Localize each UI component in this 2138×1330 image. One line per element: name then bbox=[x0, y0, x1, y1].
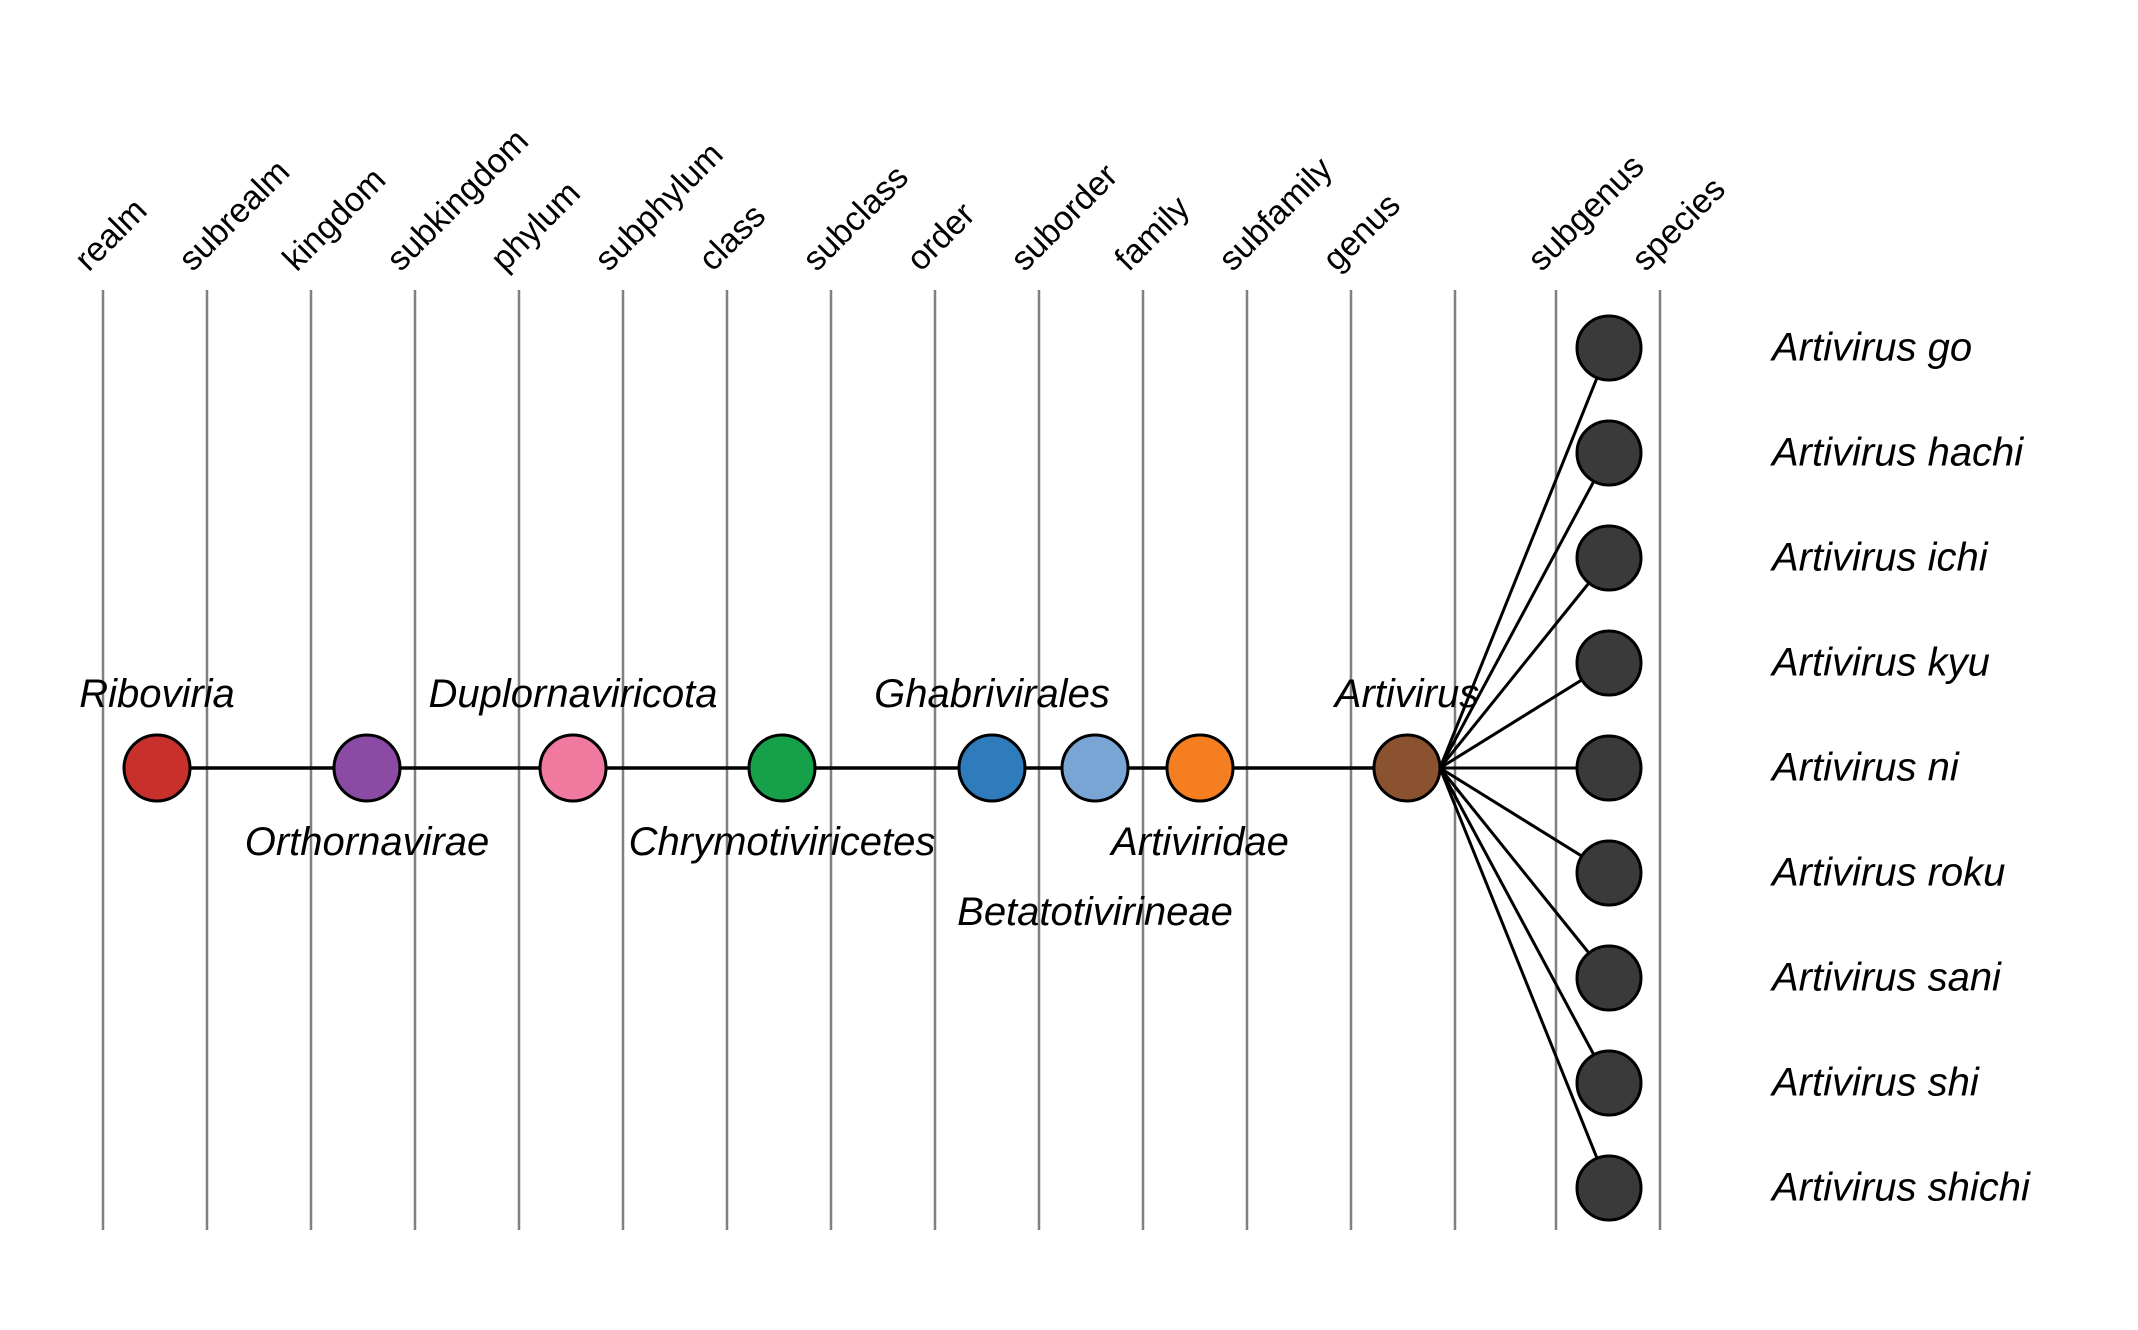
taxon-node-realm[interactable] bbox=[122, 733, 192, 803]
species-label-0: Artivirus go bbox=[1772, 325, 1973, 370]
taxon-node-class[interactable] bbox=[747, 733, 817, 803]
species-label-8: Artivirus shichi bbox=[1772, 1165, 2030, 1210]
species-node-0[interactable] bbox=[1575, 314, 1643, 382]
taxon-label-order: Ghabrivirales bbox=[874, 672, 1110, 716]
species-edge-8 bbox=[1438, 767, 1611, 1189]
species-label-4: Artivirus ni bbox=[1772, 745, 1959, 790]
species-label-7: Artivirus shi bbox=[1772, 1060, 1979, 1105]
species-label-5: Artivirus roku bbox=[1772, 850, 2006, 895]
taxon-label-class: Chrymotiviricetes bbox=[628, 820, 936, 864]
species-edge-2 bbox=[1438, 557, 1611, 769]
species-node-3[interactable] bbox=[1575, 629, 1643, 697]
taxon-node-kingdom[interactable] bbox=[332, 733, 402, 803]
species-edge-7 bbox=[1438, 767, 1611, 1084]
taxon-node-phylum[interactable] bbox=[538, 733, 608, 803]
species-node-8[interactable] bbox=[1575, 1154, 1643, 1222]
taxon-label-family: Artiviridae bbox=[1111, 820, 1289, 864]
species-node-6[interactable] bbox=[1575, 944, 1643, 1012]
taxon-node-order[interactable] bbox=[957, 733, 1027, 803]
taxon-node-genus[interactable] bbox=[1372, 733, 1442, 803]
taxon-label-realm: Riboviria bbox=[79, 672, 235, 716]
species-label-1: Artivirus hachi bbox=[1772, 430, 2024, 475]
species-node-2[interactable] bbox=[1575, 524, 1643, 592]
taxon-label-suborder: Betatotivirineae bbox=[957, 890, 1233, 934]
species-node-7[interactable] bbox=[1575, 1049, 1643, 1117]
species-edge-6 bbox=[1438, 767, 1611, 979]
species-node-4[interactable] bbox=[1575, 734, 1643, 802]
species-node-5[interactable] bbox=[1575, 839, 1643, 907]
species-label-6: Artivirus sani bbox=[1772, 955, 2001, 1000]
species-edge-0 bbox=[1438, 347, 1611, 769]
species-node-1[interactable] bbox=[1575, 419, 1643, 487]
taxon-label-phylum: Duplornaviricota bbox=[428, 672, 718, 716]
taxon-label-genus: Artivirus bbox=[1334, 672, 1480, 716]
taxon-node-suborder[interactable] bbox=[1060, 733, 1130, 803]
species-edge-1 bbox=[1438, 452, 1611, 769]
taxon-label-kingdom: Orthornavirae bbox=[244, 820, 490, 864]
taxon-nodes bbox=[122, 314, 1643, 1222]
species-label-2: Artivirus ichi bbox=[1772, 535, 1988, 580]
species-label-3: Artivirus kyu bbox=[1772, 640, 1990, 685]
taxon-node-family[interactable] bbox=[1165, 733, 1235, 803]
